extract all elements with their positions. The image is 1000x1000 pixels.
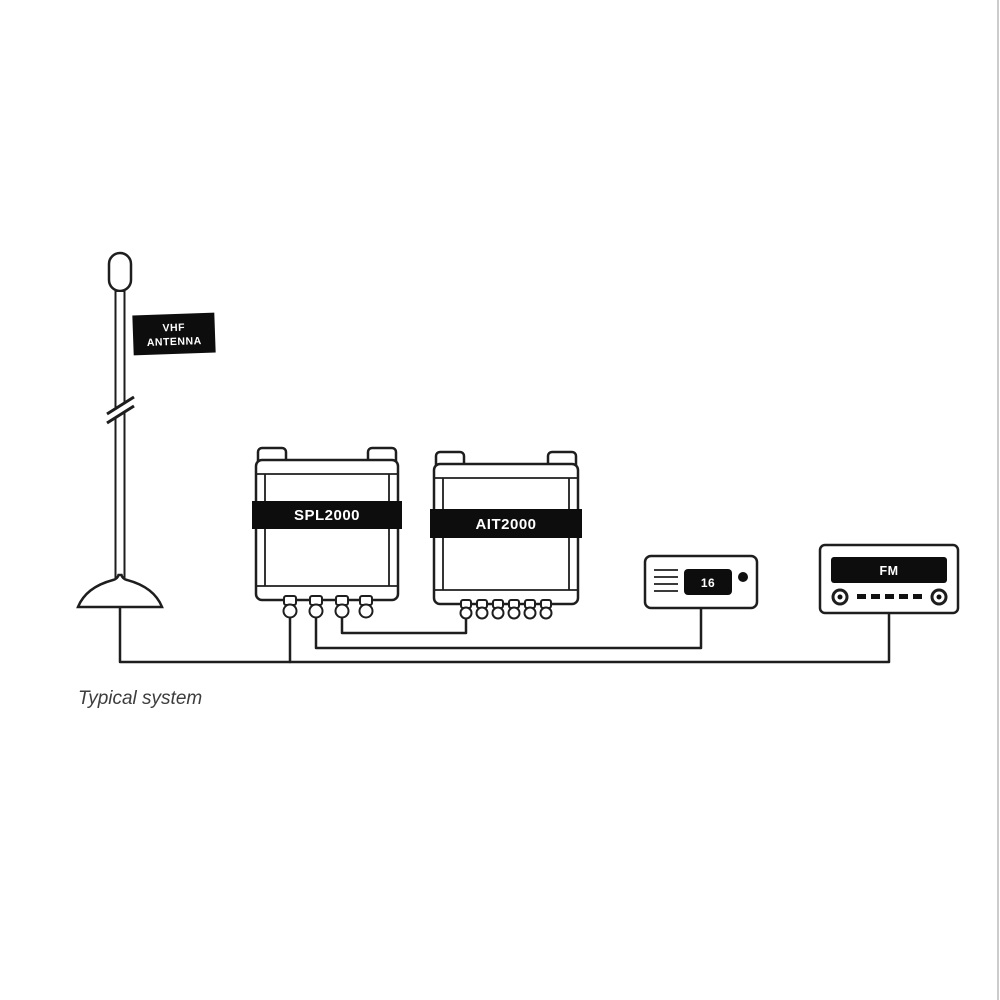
antenna-base-mount	[76, 573, 164, 609]
rf-connector	[459, 606, 473, 620]
antenna-break-mask	[107, 397, 134, 423]
rf-connector	[334, 603, 350, 619]
spl2000-unit: SPL2000	[252, 446, 402, 619]
rf-connector	[308, 603, 324, 619]
splitter-ais-line	[340, 610, 468, 635]
spl2000-name-band	[252, 501, 402, 529]
rf-connector	[358, 603, 374, 619]
ait2000-name-band	[430, 509, 582, 538]
antenna-break-mark	[106, 395, 135, 416]
rf-connector	[523, 606, 537, 620]
ait2000-label: AIT2000	[475, 516, 536, 533]
spl2000-label: SPL2000	[294, 507, 360, 524]
diagram-caption: Typical system	[78, 688, 202, 709]
antenna-fm-bus-line	[118, 604, 891, 664]
antenna-whip-tip	[107, 251, 133, 293]
rf-connector	[507, 606, 521, 620]
rf-connector	[282, 603, 298, 619]
spl2000-connectors	[282, 595, 374, 619]
vhf-radio-display	[684, 569, 732, 595]
fm-stereo-display-label: FM	[879, 564, 898, 578]
splitter-vhf-radio-line	[314, 606, 703, 650]
page-edge-line	[997, 0, 999, 1000]
fm-stereo-display	[831, 557, 947, 583]
antenna-label-line1: VHF	[162, 322, 185, 335]
antenna-break-mark	[106, 404, 135, 425]
fm-stereo-buttons	[857, 594, 922, 599]
fm-stereo-knob-right-dot	[936, 594, 942, 600]
ait2000-connectors	[459, 599, 553, 620]
connection-lines	[118, 604, 891, 664]
spl2000-body	[254, 458, 400, 602]
vhf-antenna	[76, 251, 164, 609]
fm-stereo-knob-left-dot	[837, 594, 843, 600]
antenna-pole	[114, 290, 126, 582]
rf-connector	[491, 606, 505, 620]
vhf-radio-speaker-lines	[654, 569, 678, 592]
vhf-radio-knob	[738, 572, 748, 582]
vhf-radio-channel: 16	[701, 576, 715, 590]
antenna-label: VHF ANTENNA	[132, 312, 216, 356]
fm-stereo-unit: FM	[818, 543, 960, 615]
rf-connector	[539, 606, 553, 620]
rf-connector	[475, 606, 489, 620]
antenna-label-line2: ANTENNA	[147, 335, 202, 349]
vhf-radio-unit: 16	[643, 554, 759, 610]
ait2000-unit: AIT2000	[430, 450, 582, 620]
antenna-label-box	[132, 312, 216, 356]
